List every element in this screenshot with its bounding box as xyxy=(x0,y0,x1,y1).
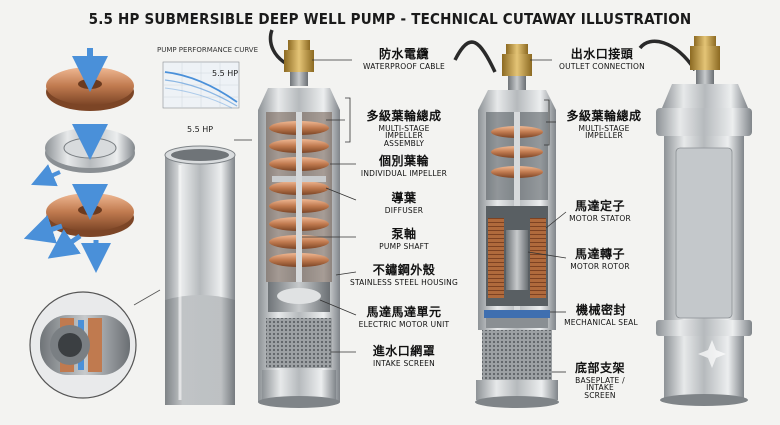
shaft-detail-zoom xyxy=(29,289,161,399)
exploded-impeller-bottom xyxy=(23,184,134,273)
exploded-impeller-top xyxy=(46,48,134,111)
exploded-diffuser xyxy=(31,124,135,187)
leader-lines xyxy=(234,59,567,373)
performance-chart-title: PUMP PERFORMANCE CURVE xyxy=(156,46,259,54)
housing-sleeve xyxy=(164,145,236,405)
pump-exterior xyxy=(638,36,752,406)
pump-cutaway-1 xyxy=(258,29,340,408)
pump-cutaway-2 xyxy=(453,40,559,408)
diagram-title: 5.5 HP SUBMERSIBLE DEEP WELL PUMP - TECH… xyxy=(88,10,692,28)
performance-chart-plot xyxy=(162,61,240,109)
performance-chart: PUMP PERFORMANCE CURVE xyxy=(155,46,260,116)
side-hp-label: 5.5 HP xyxy=(187,125,214,134)
performance-curve-label: 5.5 HP xyxy=(212,69,239,78)
